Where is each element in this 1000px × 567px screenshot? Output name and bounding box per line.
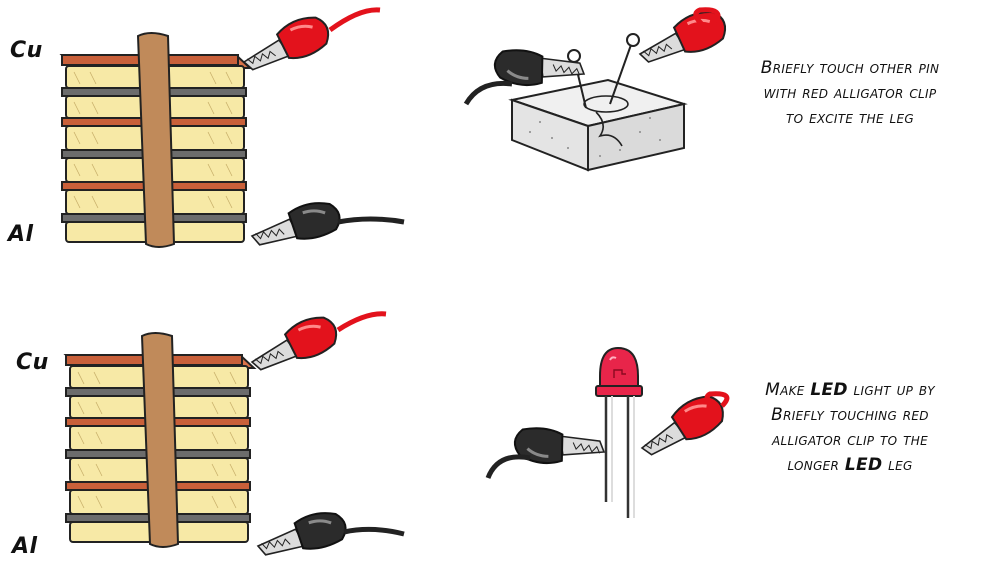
caption-bottom-line-2: Briefly touching red <box>771 405 929 425</box>
caption-led-emphasis: LED <box>810 380 848 400</box>
red-clip-bottom-led <box>631 388 731 462</box>
battery-pile-bottom <box>65 332 255 548</box>
caption-bottom-line-3: alligator clip to the <box>772 430 928 450</box>
caption-led-emphasis: LED <box>844 455 883 475</box>
led-icon <box>595 346 643 518</box>
battery-pile-top <box>61 32 251 248</box>
caption-top-line: Briefly touch other pin <box>760 58 940 78</box>
label-aluminum-top: Al <box>8 222 34 247</box>
caption-text: light up by <box>847 380 935 400</box>
label-aluminum-bottom: Al <box>12 534 38 559</box>
caption-text: leg <box>882 455 913 475</box>
sponge-board-with-pins <box>508 33 688 172</box>
black-clip-top-battery <box>246 197 405 250</box>
caption-top-line: to excite the leg <box>785 108 914 128</box>
label-copper-bottom: Cu <box>16 350 49 375</box>
label-copper-top: Cu <box>10 38 43 63</box>
caption-bottom-line-1: Make LED light up by <box>705 378 995 403</box>
black-clip-top-sponge <box>463 44 588 106</box>
caption-text: longer <box>787 455 845 475</box>
caption-top-line: with red alligator clip <box>763 83 937 103</box>
red-clip-bottom-battery <box>243 310 387 377</box>
black-clip-bottom-led <box>485 422 608 480</box>
caption-text: Make <box>765 380 811 400</box>
red-clip-top-sponge <box>632 5 732 69</box>
caption-bottom: Make LED light up by Briefly touching re… <box>705 378 995 478</box>
black-clip-bottom-battery <box>252 507 405 560</box>
caption-bottom-line-4: longer LED leg <box>705 453 995 478</box>
caption-top: Briefly touch other pin with red alligat… <box>705 56 995 131</box>
red-clip-top-battery <box>235 7 381 77</box>
